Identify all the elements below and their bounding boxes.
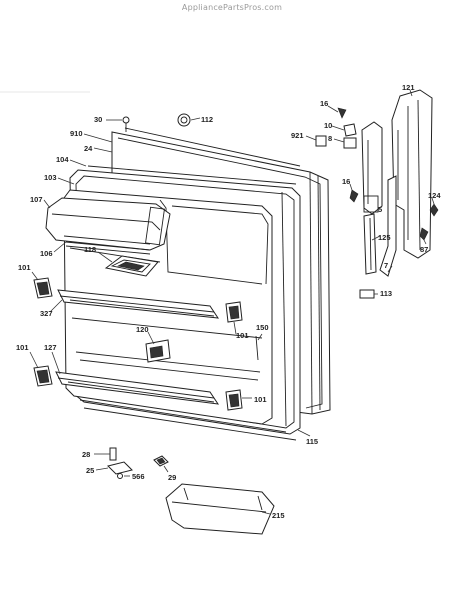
label-29: 29 (168, 473, 176, 482)
watermark: AppliancePartsPros.com (181, 3, 283, 12)
label-106: 106 (40, 249, 53, 258)
label-566: 566 (132, 472, 145, 481)
label-124: 124 (428, 191, 441, 200)
label-30: 30 (94, 115, 102, 124)
label-7: 7 (384, 261, 388, 270)
label-28: 28 (82, 450, 90, 459)
dairy-hinge-106 (65, 241, 151, 255)
door-bottom-edge (79, 399, 287, 433)
shelf-bin-215 (165, 483, 275, 535)
leader-lines (29, 89, 435, 515)
shelf-retainer-101-left-lower (33, 365, 53, 387)
label-120: 120 (136, 325, 149, 334)
label-112: 112 (201, 115, 213, 124)
label-115: 115 (306, 437, 318, 446)
shelf-retainer-101-left-upper (33, 277, 53, 299)
label-87: 87 (420, 245, 428, 254)
dairy-door-107 (45, 197, 171, 251)
label-150: 150 (256, 323, 269, 332)
handle-trim-7 (379, 175, 397, 277)
label-104: 104 (56, 155, 69, 164)
bracket-25 (107, 461, 133, 475)
handle-121 (391, 89, 433, 259)
screw-16-side (349, 189, 359, 203)
door-mid-recess (71, 317, 263, 381)
spacer-8 (343, 137, 357, 149)
label-8: 8 (328, 134, 332, 143)
egg-tray-118 (104, 255, 159, 277)
label-121: 121 (402, 83, 415, 92)
clip-113 (359, 289, 375, 299)
label-101-left-lower: 101 (16, 343, 29, 352)
label-125: 125 (378, 233, 391, 242)
label-118: 118 (84, 245, 96, 254)
label-101-left-upper: 101 (18, 263, 31, 272)
label-215: 215 (272, 511, 285, 520)
pin-28 (109, 447, 117, 461)
label-127-lower: 127 (44, 343, 57, 352)
screw-16-top (337, 107, 347, 119)
clip-10 (343, 123, 357, 137)
plug-112 (177, 113, 191, 127)
label-921: 921 (291, 131, 304, 140)
bushing-921 (315, 135, 327, 147)
door-shelf-127 (55, 371, 220, 405)
trim-strip-125 (363, 213, 377, 275)
door-bottom-edge-outer (83, 407, 297, 441)
label-plate-120 (145, 339, 171, 363)
screw-124 (429, 203, 439, 217)
label-5: 5 (378, 205, 382, 214)
label-16-top: 16 (320, 99, 328, 108)
label-910: 910 (70, 129, 83, 138)
label-24: 24 (84, 144, 93, 153)
label-327: 327 (40, 309, 53, 318)
shelf-retainer-101-right-lower (225, 389, 243, 411)
door-shelf-327 (57, 289, 220, 319)
label-107: 107 (30, 195, 43, 204)
part-labels: 30 112 16 121 910 24 921 10 8 104 103 10… (16, 83, 441, 520)
label-103: 103 (44, 173, 57, 182)
label-113: 113 (380, 289, 392, 298)
cap-29 (153, 455, 169, 467)
screw-30 (122, 116, 130, 132)
label-101-right-upper: 101 (236, 331, 249, 340)
label-10: 10 (324, 121, 332, 130)
screw-566 (117, 473, 123, 479)
shelf-retainer-101-right-upper (225, 301, 243, 323)
label-25: 25 (86, 466, 94, 475)
seam-150 (255, 335, 259, 361)
hinge-bracket-5 (361, 121, 383, 215)
label-101-right-lower: 101 (254, 395, 267, 404)
label-16-side: 16 (342, 177, 350, 186)
